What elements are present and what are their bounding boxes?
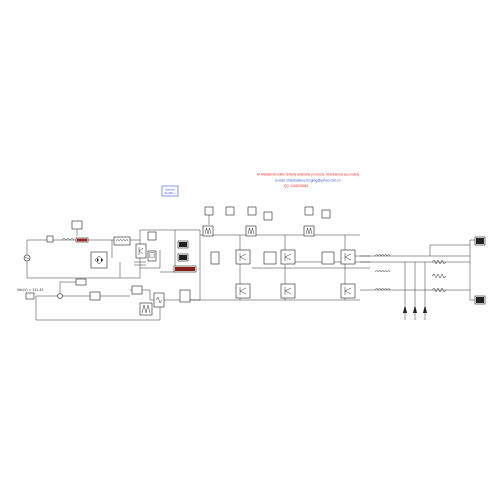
gain-block[interactable] bbox=[75, 278, 87, 286]
annotation-line-3: QQ: 1163028484 bbox=[284, 184, 308, 188]
gate-demux-2[interactable] bbox=[321, 251, 335, 265]
rate-limiter-block[interactable] bbox=[131, 285, 143, 295]
ground-icon-2[interactable] bbox=[413, 305, 417, 320]
control-section bbox=[25, 278, 200, 321]
load-resistor-a[interactable] bbox=[431, 259, 447, 265]
igbt-icon[interactable] bbox=[235, 249, 251, 265]
triangle-carrier-block[interactable] bbox=[139, 302, 153, 316]
output-inductor-a[interactable] bbox=[374, 254, 391, 257]
inverter-stage bbox=[200, 206, 370, 301]
powergui-line-1: Discrete bbox=[165, 188, 175, 192]
load-resistor-c[interactable] bbox=[431, 287, 447, 293]
gate-source-5[interactable] bbox=[263, 211, 273, 221]
igbt-upper-2[interactable] bbox=[280, 249, 296, 265]
igbt-lower-3[interactable] bbox=[340, 283, 356, 299]
gate-source-1[interactable] bbox=[204, 206, 214, 225]
dc-link-capacitor-icon[interactable] bbox=[134, 261, 146, 266]
rectifier-stage bbox=[23, 220, 201, 301]
dc-voltage-display[interactable] bbox=[173, 265, 197, 273]
resistor-icon[interactable] bbox=[75, 237, 89, 243]
powergui-line-2: 5e-005 s. bbox=[165, 191, 176, 195]
ground-icon[interactable] bbox=[403, 305, 407, 320]
igbt-lower-2[interactable] bbox=[280, 283, 296, 299]
gate-demux-1[interactable] bbox=[263, 251, 277, 265]
gate-source-4[interactable] bbox=[225, 206, 235, 216]
annotation-line-1: Hi Matlab/Simulink Simply available prod… bbox=[257, 173, 360, 177]
source-voltage-label: Vdc(V) = 311.45 bbox=[17, 288, 43, 292]
current-measurement-block[interactable] bbox=[46, 235, 54, 243]
inductor-icon[interactable] bbox=[61, 238, 75, 241]
measurement-display-1[interactable] bbox=[177, 240, 189, 249]
output-inductor-c[interactable] bbox=[374, 288, 391, 291]
annotation-line-2: E-mail: sharebalance.fengling@yahoo.com.… bbox=[275, 179, 340, 183]
boost-switch-block[interactable] bbox=[135, 243, 147, 259]
carrier-block-3[interactable] bbox=[303, 225, 315, 237]
ac-source-icon[interactable] bbox=[23, 254, 31, 262]
control-scope-icon[interactable] bbox=[179, 289, 191, 303]
igbt-upper-3[interactable] bbox=[340, 249, 356, 265]
pi-controller-block[interactable] bbox=[89, 291, 101, 301]
scope-icon[interactable] bbox=[147, 250, 157, 262]
diode-bridge-icon[interactable] bbox=[90, 251, 108, 269]
ground-icon-3[interactable] bbox=[423, 305, 427, 320]
gate-source-6[interactable] bbox=[321, 209, 331, 219]
pwm-generator-icon[interactable] bbox=[153, 292, 165, 308]
boost-inductor-icon[interactable] bbox=[113, 236, 131, 246]
carrier-block-1[interactable] bbox=[202, 225, 214, 237]
powergui-block[interactable]: Discrete 5e-005 s. bbox=[161, 185, 179, 197]
sum-block[interactable] bbox=[57, 293, 63, 299]
gate-demux-3[interactable] bbox=[210, 251, 220, 265]
output-inductor-b[interactable] bbox=[374, 270, 391, 273]
output-scope-2[interactable] bbox=[474, 295, 486, 305]
gate-source-3[interactable] bbox=[304, 206, 314, 216]
load-resistor-b[interactable] bbox=[431, 273, 447, 279]
igbt-lower-1[interactable] bbox=[235, 283, 251, 299]
output-scope-1[interactable] bbox=[474, 236, 486, 246]
output-stage bbox=[360, 236, 486, 320]
carrier-block-2[interactable] bbox=[245, 225, 257, 237]
voltage-scope-block[interactable] bbox=[71, 220, 83, 236]
gate-source-2[interactable] bbox=[247, 206, 257, 216]
measurement-display-2[interactable] bbox=[177, 253, 189, 262]
pfc-control-block[interactable] bbox=[147, 231, 157, 241]
constant-block[interactable] bbox=[25, 292, 35, 300]
